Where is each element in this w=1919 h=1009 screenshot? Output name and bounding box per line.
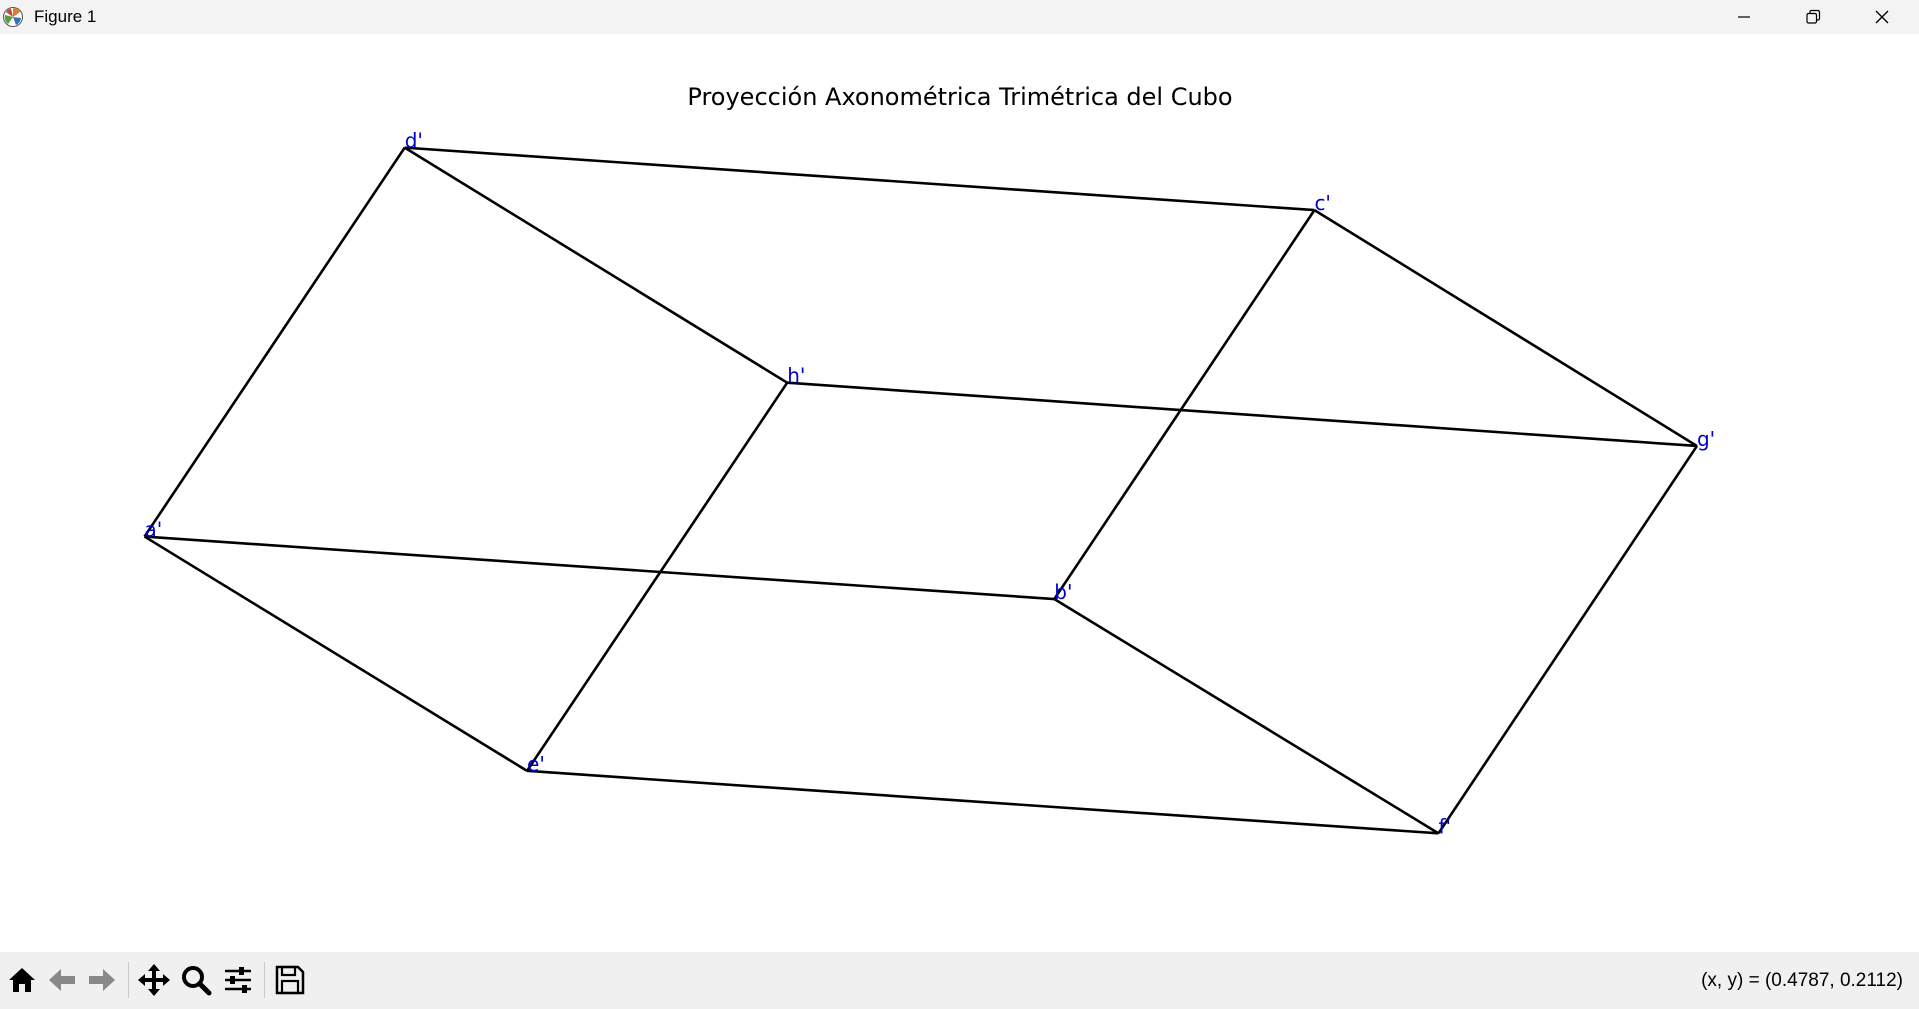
window-titlebar: Figure 1 [0,0,1919,34]
toolbar-separator [264,962,265,998]
pan-move-icon [138,964,170,996]
vertex-label: f' [1438,814,1451,838]
chart-title: Proyección Axonométrica Trimétrica del C… [687,83,1232,111]
cube-edge-2 [404,146,1315,212]
cube-edge-10 [1313,208,1698,448]
cube-edge-7 [525,381,789,772]
configure-subplots-icon [225,967,251,993]
window-title: Figure 1 [34,7,97,26]
save-button[interactable] [272,962,308,998]
vertex-label: a' [145,518,163,542]
cube-edges [143,146,1699,835]
zoom-button[interactable] [178,962,214,998]
restore-icon [1806,9,1821,24]
zoom-magnifier-icon [182,966,212,996]
pan-button[interactable] [136,962,172,998]
vertex-label: c' [1314,191,1331,215]
cube-edge-0 [144,535,1055,601]
cube-edge-9 [1053,597,1440,835]
figure-canvas[interactable]: Proyección Axonométrica Trimétrica del C… [0,34,1919,952]
restore-button[interactable] [1779,0,1847,34]
home-button[interactable] [4,962,40,998]
vertex-label: b' [1054,580,1072,604]
forward-arrow-icon [89,969,115,991]
home-icon [9,968,35,992]
cube-edge-6 [787,381,1698,448]
close-icon [1875,10,1889,24]
cube-edge-1 [1053,209,1316,600]
navigation-toolbar: (x, y) = (0.4787, 0.2112) [0,952,1919,1009]
close-button[interactable] [1848,0,1916,34]
vertex-label: d' [405,129,423,153]
toolbar-separator [128,962,129,998]
minimize-button[interactable] [1710,0,1778,34]
vertex-label: e' [527,752,545,776]
cube-edge-8 [143,535,528,772]
minimize-icon [1738,16,1750,18]
vertex-label: g' [1697,427,1715,451]
configure-subplots-button[interactable] [220,962,256,998]
back-arrow-icon [49,969,75,991]
cube-edge-11 [404,146,788,384]
vertex-labels: a' b' c' d' e' f' g' h' [145,129,1716,839]
matplotlib-icon [3,7,23,27]
axonometric-chart: Proyección Axonométrica Trimétrica del C… [143,83,1716,839]
vertex-label: h' [787,364,805,388]
forward-button[interactable] [84,962,120,998]
cube-edge-4 [526,769,1439,835]
back-button[interactable] [44,962,80,998]
save-floppy-icon [275,965,305,995]
cursor-coordinates: (x, y) = (0.4787, 0.2112) [1701,970,1903,991]
cube-edge-3 [143,146,406,538]
cube-edge-5 [1437,445,1699,835]
